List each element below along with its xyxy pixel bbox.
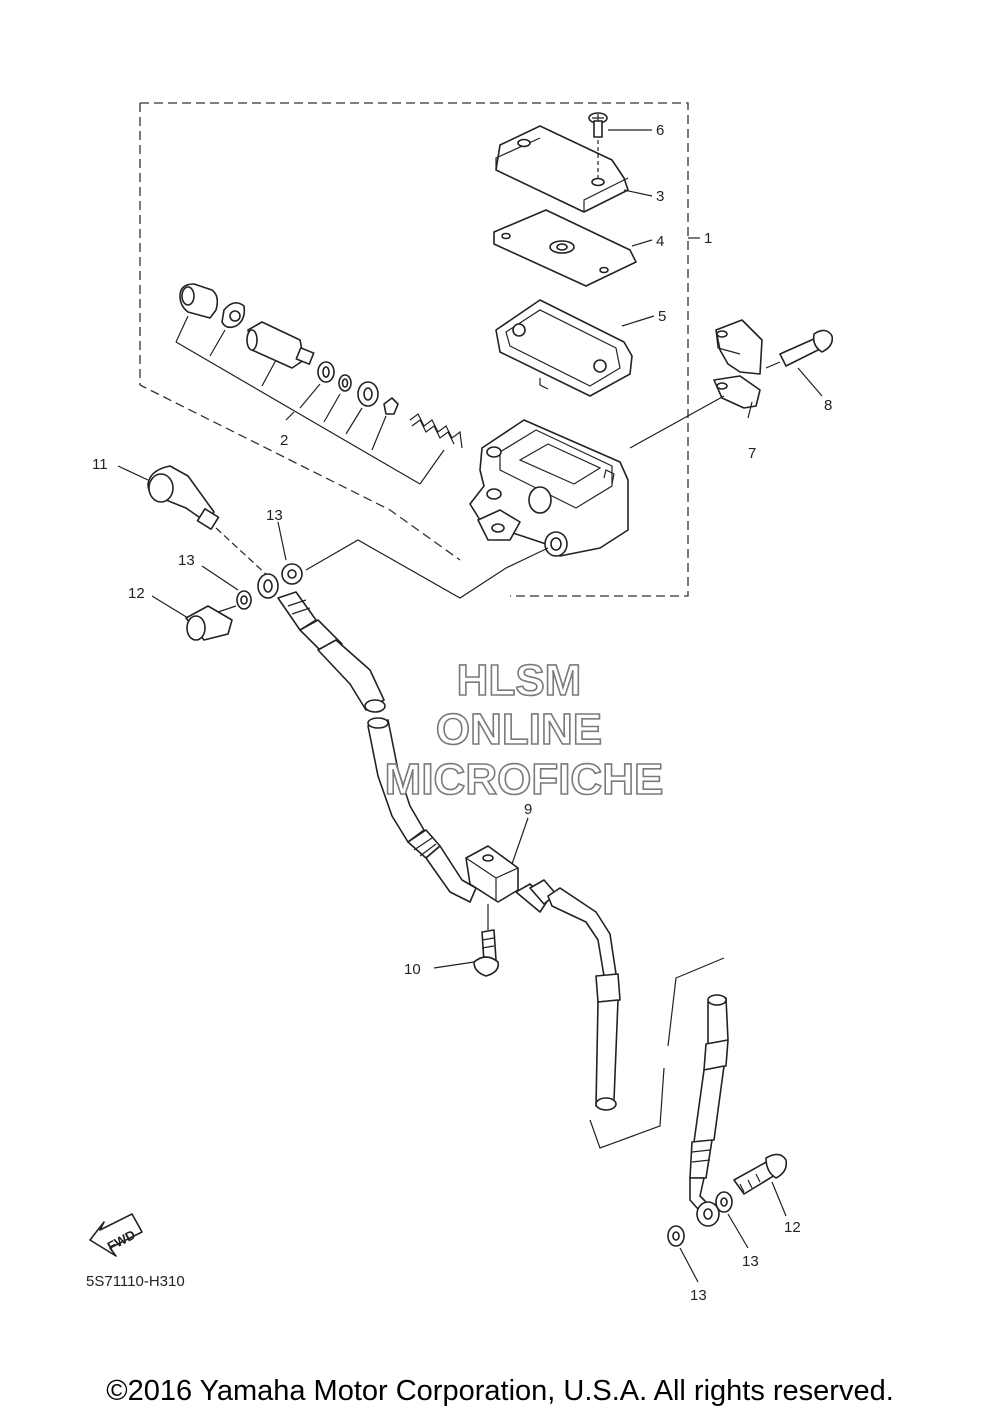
- callout-6: 6: [656, 122, 664, 139]
- fwd-arrow-icon: FWD: [89, 1213, 143, 1257]
- callout-8: 8: [824, 397, 832, 414]
- hose-joint: [433, 845, 519, 977]
- callout-9: 9: [524, 801, 532, 818]
- assembly-boundary: [139, 102, 700, 597]
- bolt-8: [765, 329, 834, 369]
- callout-3: 3: [656, 188, 664, 205]
- watermark-line-3: MICROFICHE: [385, 755, 664, 804]
- callout-12-upper: 12: [128, 585, 145, 602]
- callout-1: 1: [704, 230, 712, 247]
- callout-4: 4: [656, 233, 664, 250]
- callout-13-lower-b: 13: [690, 1287, 707, 1304]
- callout-7: 7: [748, 445, 756, 462]
- diagram-code: 5S71110-H310: [86, 1273, 185, 1290]
- callout-2: 2: [280, 432, 288, 449]
- callout-leaders: [117, 129, 823, 1283]
- callout-13-lower-a: 13: [742, 1253, 759, 1270]
- watermark-line-1: HLSM: [457, 656, 582, 705]
- screw-6: [588, 112, 608, 178]
- callout-13-upper-a: 13: [266, 507, 283, 524]
- upper-brake-hose: [277, 591, 477, 903]
- watermark: HLSM ONLINE MICROFICHE: [384, 655, 664, 805]
- diaphragm: [495, 299, 633, 397]
- callout-11: 11: [92, 456, 108, 473]
- callout-12-lower: 12: [784, 1219, 801, 1236]
- callout-13-upper-b: 13: [178, 552, 195, 569]
- callout-5: 5: [658, 308, 666, 325]
- piston-kit: [175, 283, 463, 485]
- copyright-notice: ©2016 Yamaha Motor Corporation, U.S.A. A…: [106, 1375, 894, 1407]
- watermark-line-2: ONLINE: [436, 705, 602, 754]
- holder: [629, 319, 763, 449]
- upper-banjo-fittings: [147, 465, 549, 641]
- callout-10: 10: [404, 961, 421, 978]
- lower-brake-hose: [515, 879, 729, 1227]
- master-cylinder-body: [469, 419, 629, 557]
- diaphragm-plate: [493, 209, 637, 287]
- reservoir-cap: [495, 125, 629, 213]
- lower-banjo-fittings: [667, 1153, 788, 1247]
- callout-labels: 1 2 3 4 5 6 7 8 9 10 11 12 12 13 13 13 1…: [92, 122, 832, 1304]
